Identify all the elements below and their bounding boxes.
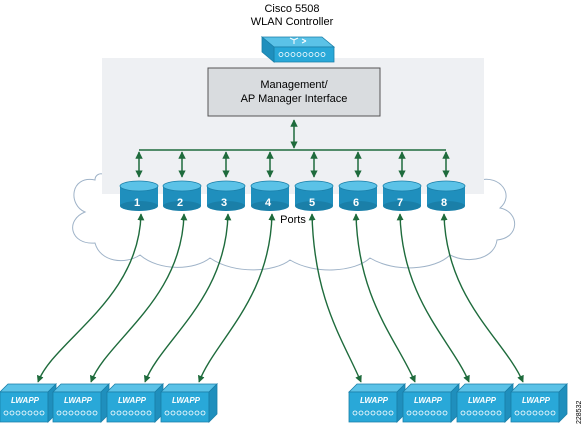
port-6: 6 [338, 180, 378, 211]
lightweight-access-point-icon: LWAPP [348, 383, 406, 423]
port-number: 7 [397, 197, 403, 209]
controller-name-line2: WLAN Controller [251, 16, 334, 28]
ap-label: LWAPP [522, 396, 551, 405]
ap-label: LWAPP [468, 396, 497, 405]
port-3: 3 [206, 180, 246, 211]
ap-label: LWAPP [172, 396, 201, 405]
ap-label: LWAPP [414, 396, 443, 405]
port-5: 5 [294, 180, 334, 211]
interface-label-line2: AP Manager Interface [241, 93, 348, 105]
wlan-controller-icon [260, 36, 336, 63]
interface-label-line1: Management/ [260, 79, 328, 91]
port-7: 7 [382, 180, 422, 211]
lightweight-access-point-icon: LWAPP [160, 383, 218, 423]
ap-label: LWAPP [360, 396, 389, 405]
lightweight-access-point-icon: LWAPP [106, 383, 164, 423]
controller-name-line1: Cisco 5508 [264, 3, 319, 15]
port-number: 2 [177, 197, 183, 209]
ap-to-port-link [440, 213, 524, 383]
port-1: 1 [119, 180, 159, 211]
port-number: 8 [441, 197, 447, 209]
port-number: 4 [265, 197, 272, 209]
port-4: 4 [250, 180, 290, 211]
port-number: 1 [134, 197, 140, 209]
figure-id: 228532 [576, 401, 583, 424]
lightweight-access-point-icon: LWAPP [510, 383, 568, 423]
port-2: 2 [162, 180, 202, 211]
lightweight-access-point-icon: LWAPP [456, 383, 514, 423]
ap-to-port-link [197, 213, 276, 383]
ap-label: LWAPP [11, 396, 40, 405]
port-8: 8 [426, 180, 466, 211]
management-interface-box [207, 67, 381, 117]
ap-label: LWAPP [118, 396, 147, 405]
port-number: 6 [353, 197, 359, 209]
lightweight-access-point-icon: LWAPP [402, 383, 460, 423]
lightweight-access-point-icon: LWAPP [0, 383, 57, 423]
ports-caption: Ports [280, 214, 306, 226]
port-number: 5 [309, 197, 315, 209]
ap-label: LWAPP [64, 396, 93, 405]
port-number: 3 [221, 197, 227, 209]
lightweight-access-point-icon: LWAPP [52, 383, 110, 423]
